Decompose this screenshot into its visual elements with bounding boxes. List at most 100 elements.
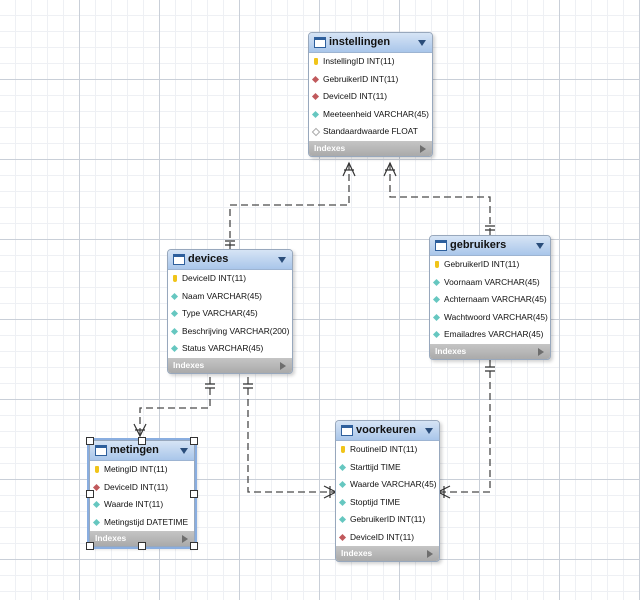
column-row[interactable]: Meeteenheid VARCHAR(45) xyxy=(309,106,432,124)
one-marker-gebruikers-top xyxy=(485,225,495,231)
column-row[interactable]: RoutineID INT(11) xyxy=(336,441,439,459)
column-row[interactable]: Metingstijd DATETIME xyxy=(90,514,194,532)
column-row[interactable]: Standaardwaarde FLOAT xyxy=(309,123,432,141)
not-null-column-icon xyxy=(432,313,441,321)
column-row[interactable]: Waarde VARCHAR(45) xyxy=(336,476,439,494)
column-label: DeviceID INT(11) xyxy=(323,91,388,101)
column-row[interactable]: Naam VARCHAR(45) xyxy=(168,288,292,306)
column-row[interactable]: GebruikerID INT(11) xyxy=(336,511,439,529)
primary-key-icon xyxy=(314,58,318,65)
resize-handle[interactable] xyxy=(190,489,198,498)
resize-handle[interactable] xyxy=(86,542,94,550)
column-label: Waarde INT(11) xyxy=(104,499,164,509)
column-row[interactable]: GebruikerID INT(11) xyxy=(309,71,432,89)
column-label: Naam VARCHAR(45) xyxy=(182,290,262,301)
table-header[interactable]: instellingen xyxy=(309,33,432,53)
resize-handle[interactable] xyxy=(138,437,146,445)
collapse-arrow-icon[interactable] xyxy=(180,448,188,454)
not-null-column-icon xyxy=(338,463,347,471)
one-marker-devices-bottom xyxy=(205,383,215,389)
indexes-section[interactable]: Indexes xyxy=(430,343,550,359)
foreign-key-icon xyxy=(338,533,347,541)
column-row[interactable]: GebruikerID INT(11) xyxy=(430,256,550,274)
column-row[interactable]: DeviceID INT(11) xyxy=(309,88,432,106)
resize-handle[interactable] xyxy=(190,542,198,550)
table-name: voorkeuren xyxy=(356,424,416,436)
column-row[interactable]: Emailadres VARCHAR(45) xyxy=(430,326,550,344)
indexes-label: Indexes xyxy=(173,359,205,370)
column-label: Meeteenheid VARCHAR(45) xyxy=(323,108,429,119)
expand-arrow-icon[interactable] xyxy=(182,535,188,543)
indexes-section[interactable]: Indexes xyxy=(90,531,194,546)
column-row[interactable]: Wachtwoord VARCHAR(45) xyxy=(430,309,550,327)
indexes-label: Indexes xyxy=(95,533,127,543)
foreign-key-icon xyxy=(311,92,320,101)
table-header[interactable]: voorkeuren xyxy=(336,421,439,441)
column-label: Voornaam VARCHAR(45) xyxy=(444,276,540,287)
column-row[interactable]: Status VARCHAR(45) xyxy=(168,340,292,358)
column-label: Standaardwaarde FLOAT xyxy=(323,126,418,136)
column-row[interactable]: Type VARCHAR(45) xyxy=(168,305,292,323)
table-name: instellingen xyxy=(329,36,391,48)
not-null-column-icon xyxy=(170,344,179,353)
column-list: DeviceID INT(11) Naam VARCHAR(45) Type VAR… xyxy=(168,270,292,358)
table-icon xyxy=(314,37,326,48)
column-row[interactable]: Stoptijd TIME xyxy=(336,494,439,512)
column-row[interactable]: MetingID INT(11) xyxy=(90,461,194,479)
resize-handle[interactable] xyxy=(190,437,198,445)
column-label: GebruikerID INT(11) xyxy=(323,73,399,84)
expand-arrow-icon[interactable] xyxy=(538,347,544,356)
foreign-key-icon xyxy=(92,483,101,491)
table-header[interactable]: metingen xyxy=(90,441,194,461)
indexes-label: Indexes xyxy=(314,142,346,153)
column-row[interactable]: DeviceID INT(11) xyxy=(90,479,194,497)
primary-key-icon xyxy=(95,466,99,473)
column-row[interactable]: DeviceID INT(11) xyxy=(168,270,292,288)
column-row[interactable]: Voornaam VARCHAR(45) xyxy=(430,274,550,292)
expand-arrow-icon[interactable] xyxy=(280,361,286,370)
column-row[interactable]: InstellingID INT(11) xyxy=(309,53,432,71)
column-row[interactable]: Starttijd TIME xyxy=(336,459,439,477)
expand-arrow-icon[interactable] xyxy=(420,144,426,153)
not-null-column-icon xyxy=(432,295,441,304)
relationship-devices-metingen xyxy=(139,377,211,436)
not-null-column-icon xyxy=(338,515,347,524)
collapse-arrow-icon[interactable] xyxy=(278,257,286,263)
collapse-arrow-icon[interactable] xyxy=(425,428,433,434)
table-header[interactable]: devices xyxy=(168,250,292,270)
table-header[interactable]: gebruikers xyxy=(430,236,550,256)
collapse-arrow-icon[interactable] xyxy=(418,40,426,46)
expand-arrow-icon[interactable] xyxy=(427,550,433,558)
indexes-label: Indexes xyxy=(341,548,373,558)
table-icon xyxy=(95,445,107,456)
column-row[interactable]: Beschrijving VARCHAR(200) xyxy=(168,323,292,341)
not-null-column-icon xyxy=(432,278,441,286)
column-row[interactable]: Achternaam VARCHAR(45) xyxy=(430,291,550,309)
column-label: Type VARCHAR(45) xyxy=(182,308,258,318)
column-row[interactable]: DeviceID INT(11) xyxy=(336,529,439,547)
resize-handle[interactable] xyxy=(138,542,146,550)
relationship-devices-voorkeuren xyxy=(247,377,336,493)
table-name: metingen xyxy=(110,444,159,456)
indexes-section[interactable]: Indexes xyxy=(309,140,432,156)
resize-handle[interactable] xyxy=(86,437,94,445)
not-null-column-icon xyxy=(432,330,441,339)
indexes-label: Indexes xyxy=(435,345,467,356)
one-marker-devices-bottom-right xyxy=(243,383,253,389)
column-label: Beschrijving VARCHAR(200) xyxy=(182,325,290,336)
column-label: Waarde VARCHAR(45) xyxy=(350,479,437,489)
collapse-arrow-icon[interactable] xyxy=(536,243,544,249)
indexes-section[interactable]: Indexes xyxy=(168,357,292,373)
resize-handle[interactable] xyxy=(86,489,94,498)
not-null-column-icon xyxy=(170,292,179,300)
table-name: devices xyxy=(188,253,229,265)
primary-key-icon xyxy=(341,446,345,453)
indexes-section[interactable]: Indexes xyxy=(336,546,439,561)
column-row[interactable]: Waarde INT(11) xyxy=(90,496,194,514)
